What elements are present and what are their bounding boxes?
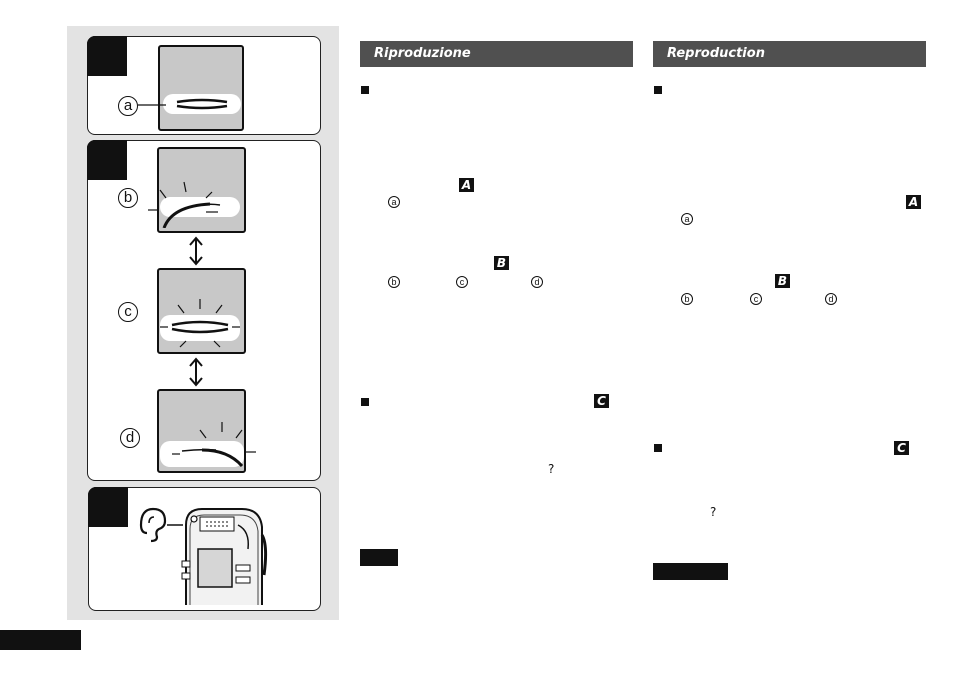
lcd-d-level-indicator (172, 422, 256, 468)
section-header-reproduction: Reproduction (653, 41, 926, 67)
step-1-level-indicator (176, 98, 228, 110)
badge-c: C (894, 441, 909, 455)
circled-c: c (750, 293, 762, 305)
ear-small-icon: ? (710, 505, 717, 519)
circled-c: c (456, 276, 468, 288)
section-header-riproduzione: Riproduzione (360, 41, 633, 67)
indicator-a-circle: a (118, 96, 138, 116)
double-arrow-icon (189, 357, 203, 387)
badge-a: A (459, 178, 474, 192)
bullet-square (654, 86, 662, 94)
step-1-pointer-line (138, 104, 166, 106)
step-1-tab (87, 36, 127, 76)
lcd-b-level-indicator (148, 181, 221, 228)
step-2-tab (87, 140, 127, 180)
badge-b: B (775, 274, 790, 288)
ear-icon (139, 507, 183, 543)
note-tab-bar (360, 549, 398, 566)
circled-d: d (825, 293, 837, 305)
step-2-lcd-b (157, 147, 246, 233)
bullet-square (654, 444, 662, 452)
badge-c: C (594, 394, 609, 408)
circled-a: a (681, 213, 693, 225)
step-1-lcd-band (163, 94, 241, 114)
circled-b: b (681, 293, 693, 305)
circled-a: a (388, 196, 400, 208)
circled-b: b (388, 276, 400, 288)
circled-d: d (531, 276, 543, 288)
badge-a: A (906, 195, 921, 209)
page-tab-bar (0, 630, 81, 650)
step-1-lcd-display (158, 45, 244, 131)
step-3-tab (88, 487, 128, 527)
note-tab-bar (653, 563, 728, 580)
indicator-b-circle: b (118, 188, 138, 208)
double-arrow-icon (189, 236, 203, 266)
lcd-c-level-indicator (160, 299, 240, 348)
lcd-c-band (160, 315, 240, 341)
indicator-d-circle: d (120, 428, 140, 448)
bullet-square (361, 398, 369, 406)
badge-b: B (494, 256, 509, 270)
ear-small-icon: ? (548, 462, 555, 476)
bullet-square (361, 86, 369, 94)
indicator-c-circle: c (118, 302, 138, 322)
recorder-device-icon (181, 508, 268, 605)
